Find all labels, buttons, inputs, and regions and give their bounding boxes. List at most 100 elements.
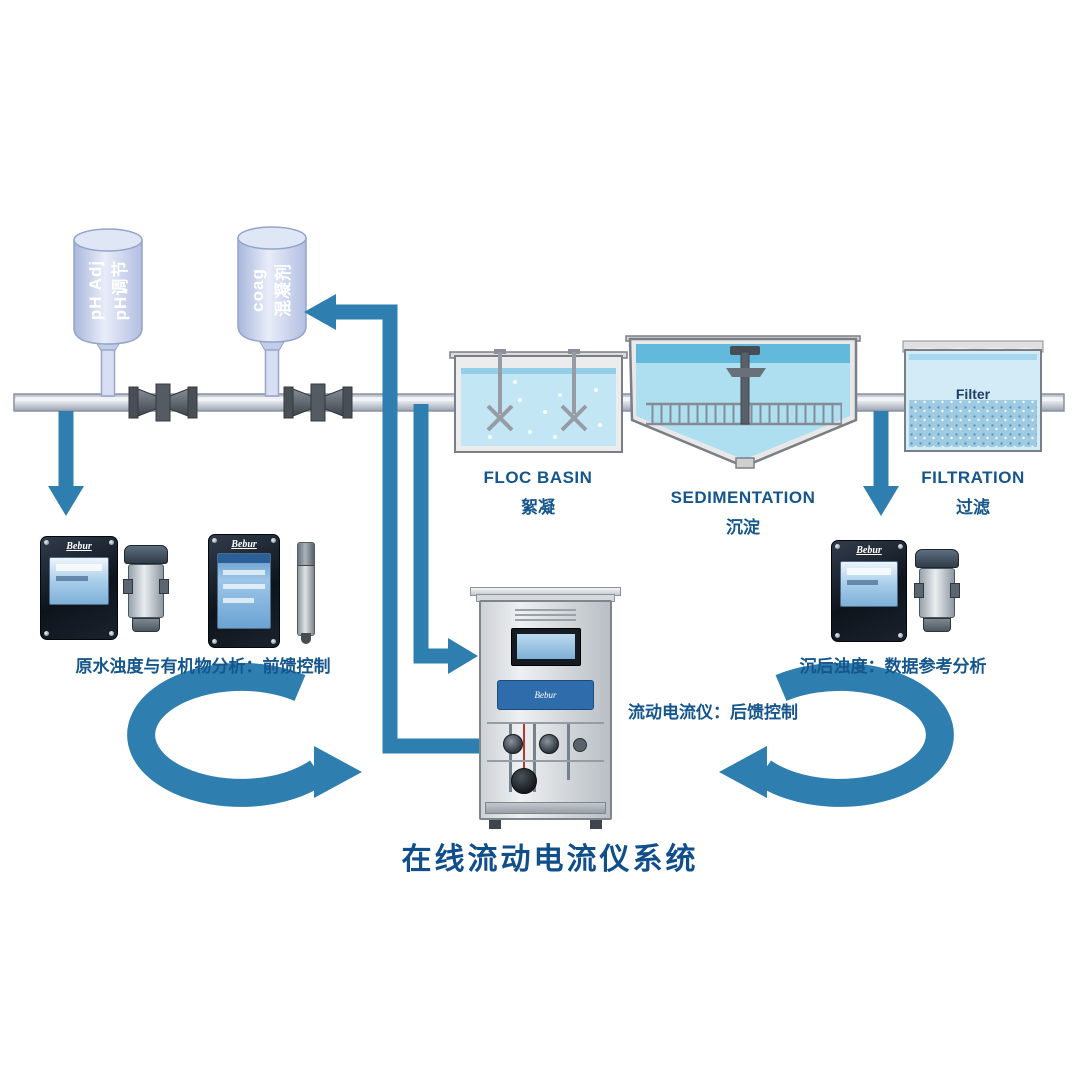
floc-basin-label: FLOC BASIN 絮凝 [452,468,624,518]
cabinet-shelf [487,760,604,762]
cabinet-leg [489,820,501,829]
coag-tank [237,226,307,343]
screw-icon [898,544,903,549]
analyzer-cabinet: Bebur [470,587,621,829]
cabinet-leg [590,820,602,829]
floc-basin-label-zh: 絮凝 [521,498,555,517]
cabinet-kick-plate [485,802,606,814]
immersion-probe [297,542,315,644]
page-title: 在线流动电流仪系统 [401,843,699,876]
sedimentation-label-en: SEDIMENTATION [670,488,816,507]
sensor-cap [124,545,168,564]
cabinet-tube [567,724,570,780]
screen-row [223,584,265,589]
floc-basin-label-en: FLOC BASIN [483,468,593,487]
screw-icon [109,540,114,545]
floc-mixer-1 [486,349,514,432]
screw-icon [212,639,217,644]
cabinet-vent [515,609,576,622]
dosing-valve-2 [283,383,353,422]
ph-tank-label-en: pH Adj [86,259,105,321]
cabinet-analyzer-box: Bebur [497,680,594,710]
screw-icon [835,544,840,549]
screen-reading [56,564,102,571]
filtration-label-zh: 过滤 [956,498,990,517]
screw-icon [109,631,114,636]
left-caption: 原水浊度与有机物分析：前馈控制 [75,657,331,676]
arrow-sample-to-cabinet [413,404,478,674]
ph-tank-label-zh: pH调节 [111,259,130,321]
coag-tank-label-zh: 混凝剂 [274,263,293,317]
screen-reading-secondary [56,576,88,581]
screen-header [218,554,270,563]
sedimentation-label: SEDIMENTATION 沉淀 [628,488,858,538]
cabinet-body: Bebur [479,600,612,820]
raw-water-controller-1: Bebur [40,536,118,640]
screen-row [223,570,265,575]
screen-row [223,598,255,603]
screw-icon [898,633,903,638]
cabinet-wire [523,724,525,784]
cabinet-flask [511,768,537,794]
sedimentation-label-zh: 沉淀 [726,518,760,537]
right-caption: 沉后浊度：数据参考分析 [799,657,987,676]
filtration-label-en: FILTRATION [921,468,1025,487]
coag-tank-stem [259,341,285,397]
cabinet-valve-knob [573,738,587,752]
screen-reading [847,568,891,575]
curved-arrow-left [127,662,362,807]
brand-logo: Bebur [231,539,257,550]
sensor-fitting-left [123,579,133,594]
screen-reading-secondary [847,580,878,585]
raw-water-flow-sensor [123,545,169,632]
floc-basin [449,349,628,453]
screw-icon [271,639,276,644]
screw-icon [271,538,276,543]
arrow-feedback-to-coag [304,294,484,754]
cabinet-caption: 流动电流仪：后馈控制 [628,703,798,722]
arrow-settled-sample-down [863,411,899,516]
sedimentation-outlet [735,457,755,469]
ph-tank-stem [95,341,121,397]
cabinet-pump-1 [503,734,523,754]
probe-band [298,543,314,566]
cabinet-display [511,628,581,666]
sensor-base [132,618,160,632]
ph-tank [73,228,143,345]
cabinet-display-screen [517,634,575,659]
coag-tank-label-en: coag [248,268,267,312]
settled-water-controller: Bebur [831,540,907,642]
cabinet-analyzer-brand: Bebur [534,690,557,700]
controller-screen [217,553,271,629]
floc-bubbles [488,380,602,439]
filtration-basin [902,340,1044,452]
curved-arrow-right [719,662,954,807]
brand-logo: Bebur [66,541,92,552]
sedimentation-scraper [726,346,766,425]
sensor-base [923,618,951,632]
arrow-raw-sample-down [48,411,84,516]
screw-icon [44,540,49,545]
sensor-fitting-left [914,583,924,598]
cabinet-pump-2 [539,734,559,754]
filtration-label: FILTRATION 过滤 [901,468,1045,518]
sensor-body [914,568,960,618]
cabinet-tube [533,724,536,792]
filter-media-label: Filter [955,386,991,402]
controller-screen [840,561,898,607]
sedimentation-basin [625,335,861,469]
screw-icon [44,631,49,636]
controller-screen [49,557,109,605]
sensor-body [123,564,169,618]
probe-tip [301,633,311,644]
brand-logo: Bebur [856,545,882,556]
screw-icon [212,538,217,543]
sensor-fitting-right [159,579,169,594]
dosing-valve-1 [128,383,198,422]
sensor-fitting-right [950,583,960,598]
flow-arrows [48,294,899,754]
sensor-cap [915,549,959,568]
screw-icon [835,633,840,638]
